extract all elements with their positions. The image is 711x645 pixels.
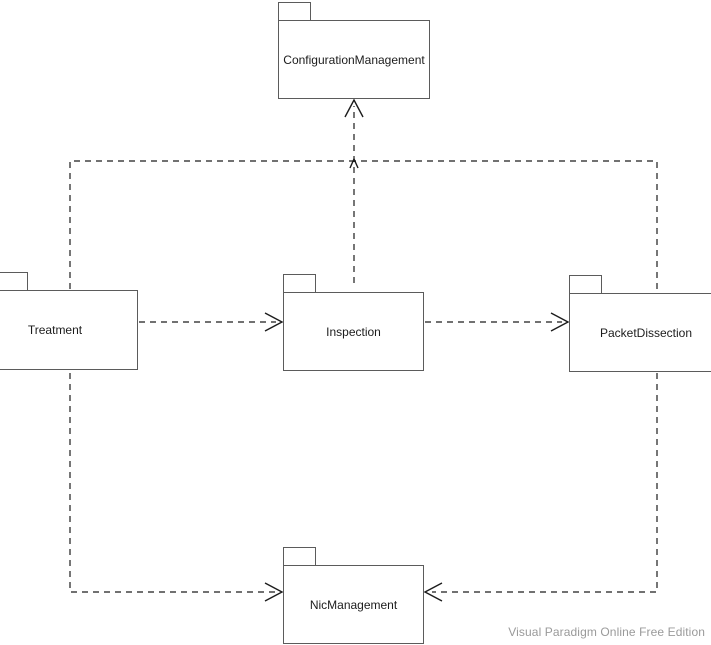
package-body-packet-dissection: PacketDissection	[569, 293, 711, 372]
package-body-treatment: Treatment	[0, 290, 138, 370]
dependency-packet-dissection-to-configuration-management	[354, 160, 658, 300]
arrowhead-treatment-to-nic-management	[264, 582, 284, 602]
arrowhead-packet-dissection-to-nic-management	[423, 582, 443, 602]
package-label-nic-management: NicManagement	[309, 597, 398, 612]
arrowhead-merge-junction	[349, 157, 359, 169]
dependency-treatment-to-configuration-management	[69, 160, 354, 300]
package-label-treatment: Treatment	[27, 323, 83, 337]
package-tab-packet-dissection	[569, 275, 602, 294]
package-body-nic-management: NicManagement	[283, 565, 424, 644]
package-label-packet-dissection: PacketDissection	[599, 325, 693, 340]
package-tab-inspection	[283, 274, 316, 293]
arrowhead-inspection-to-packet-dissection	[550, 312, 570, 332]
package-label-configuration-management: ConfigurationManagement	[283, 52, 425, 67]
package-label-inspection: Inspection	[326, 324, 381, 339]
package-body-configuration-management: ConfigurationManagement	[278, 20, 430, 99]
package-tab-configuration-management	[278, 2, 311, 21]
arrowhead-to-configuration-management	[344, 98, 364, 118]
package-body-inspection: Inspection	[283, 292, 424, 371]
package-tab-nic-management	[283, 547, 316, 566]
watermark-text: Visual Paradigm Online Free Edition	[508, 625, 705, 639]
arrowhead-treatment-to-inspection	[264, 312, 284, 332]
package-tab-treatment	[0, 272, 28, 291]
dependency-packet-dissection-to-nic-management	[432, 340, 658, 593]
dependency-treatment-to-nic-management	[69, 340, 276, 593]
